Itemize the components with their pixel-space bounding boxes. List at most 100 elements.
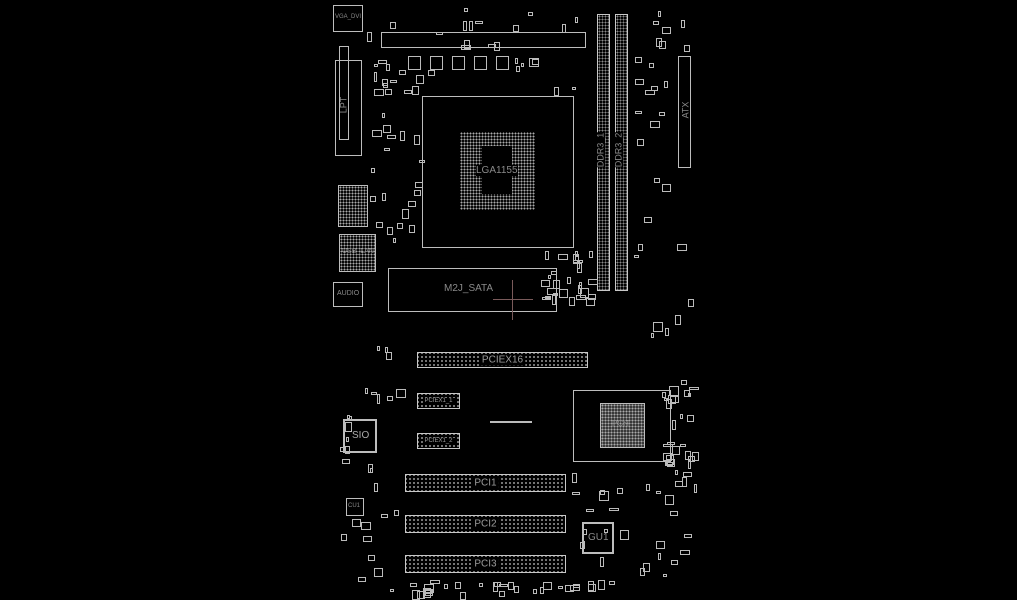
smd-pad (637, 138, 645, 146)
smd-pad (390, 588, 395, 592)
smd-pad (598, 580, 606, 591)
pciex16-label: PCIEX16 (479, 354, 526, 366)
smd-pad (672, 445, 681, 455)
pciex1-slot-2[interactable]: PCIEX1_2 (417, 433, 460, 449)
smd-pad (387, 135, 397, 140)
smd-pad (463, 20, 468, 31)
cpu-socket[interactable] (422, 96, 574, 248)
vrm-row (381, 32, 586, 48)
smd-pad (371, 392, 378, 396)
smd-pad (620, 530, 630, 541)
cursor-crosshair (512, 280, 513, 320)
sio-chip[interactable] (343, 419, 377, 453)
smd-pad (643, 217, 652, 224)
smd-pad (346, 437, 350, 443)
smd-pad (677, 243, 688, 251)
smd-pad (341, 534, 347, 542)
vga-connector[interactable] (333, 5, 363, 32)
smd-pad (609, 507, 620, 511)
smd-pad (682, 476, 688, 487)
smd-pad (381, 113, 385, 119)
smd-pad (646, 484, 651, 492)
smd-pad (361, 522, 372, 531)
smd-pad (604, 528, 609, 533)
smd-pad (398, 69, 406, 75)
smd-pad (468, 21, 473, 32)
smd-pad (658, 111, 665, 116)
smd-pad (589, 250, 594, 258)
smd-pad (642, 562, 650, 572)
smd-pad (479, 583, 484, 588)
inductor (452, 56, 465, 70)
smd-pad (382, 79, 389, 87)
smd-pad (680, 380, 687, 386)
smd-pad (529, 57, 540, 67)
smd-pad (422, 587, 431, 598)
smd-pad (415, 74, 424, 84)
pciex16-slot[interactable]: PCIEX16 (417, 352, 588, 368)
smd-pad (667, 442, 676, 446)
inductor (408, 56, 421, 70)
smd-pad (464, 8, 469, 13)
smd-pad (464, 39, 471, 49)
gu1-chip[interactable] (582, 522, 614, 554)
smd-pad (427, 70, 435, 77)
smd-pad (348, 415, 352, 420)
smd-pad (688, 460, 692, 470)
smd-pad (566, 277, 571, 285)
smd-pad (474, 21, 483, 25)
pci-slot-2[interactable]: PCI2 (405, 515, 566, 533)
usb-lan-block[interactable] (339, 234, 376, 272)
smd-pad (403, 90, 412, 95)
smd-pad (568, 296, 575, 306)
smd-pad (436, 32, 444, 36)
smd-pad (571, 87, 576, 91)
smd-pad (688, 386, 699, 390)
audio-connector[interactable] (333, 282, 363, 307)
smd-pad (461, 44, 472, 50)
smd-pad (672, 420, 677, 431)
pciex1-2-label: PCIEX1_2 (422, 438, 455, 444)
smd-pad (384, 89, 392, 96)
smd-pad (547, 275, 551, 280)
smd-pad (374, 63, 379, 67)
smd-pad (459, 591, 466, 600)
smd-pad (669, 510, 678, 516)
smd-pad (558, 254, 569, 261)
smd-pad (562, 23, 567, 33)
smd-pad (649, 62, 655, 68)
smd-pad (569, 585, 580, 592)
usb-connector[interactable] (339, 46, 349, 140)
pciex1-slot-1[interactable]: PCIEX1_1 (417, 393, 460, 409)
smd-pad (512, 25, 519, 33)
smd-pad (393, 238, 397, 244)
atx-label: ATX (680, 101, 691, 119)
smd-pad (395, 389, 406, 399)
inductor (496, 56, 509, 70)
pci3-label: PCI3 (472, 558, 499, 570)
smd-pad (533, 588, 538, 594)
smd-pad (654, 178, 661, 184)
smd-pad (444, 583, 449, 589)
smd-pad (545, 250, 550, 260)
pci-slot-3[interactable]: PCI3 (405, 555, 566, 573)
dimm-slot-2-label: DDR3_2 (613, 132, 624, 168)
smd-pad (414, 134, 421, 145)
smd-pad (688, 456, 696, 463)
smd-pad (383, 147, 390, 151)
smd-pad (658, 553, 662, 561)
smd-pad (488, 43, 497, 48)
smd-pad (383, 124, 392, 133)
cu1-chip[interactable] (346, 498, 364, 516)
smd-pad (382, 83, 388, 89)
pch-chip[interactable] (600, 403, 645, 448)
pci-slot-1[interactable]: PCI1 (405, 474, 566, 492)
smd-pad (345, 421, 353, 432)
atx-power-connector[interactable] (678, 56, 691, 168)
smd-pad (573, 260, 584, 264)
usb-lan-connector[interactable] (338, 185, 368, 227)
smd-pad (385, 63, 390, 71)
smd-pad (683, 389, 690, 397)
smd-pad (598, 491, 609, 502)
